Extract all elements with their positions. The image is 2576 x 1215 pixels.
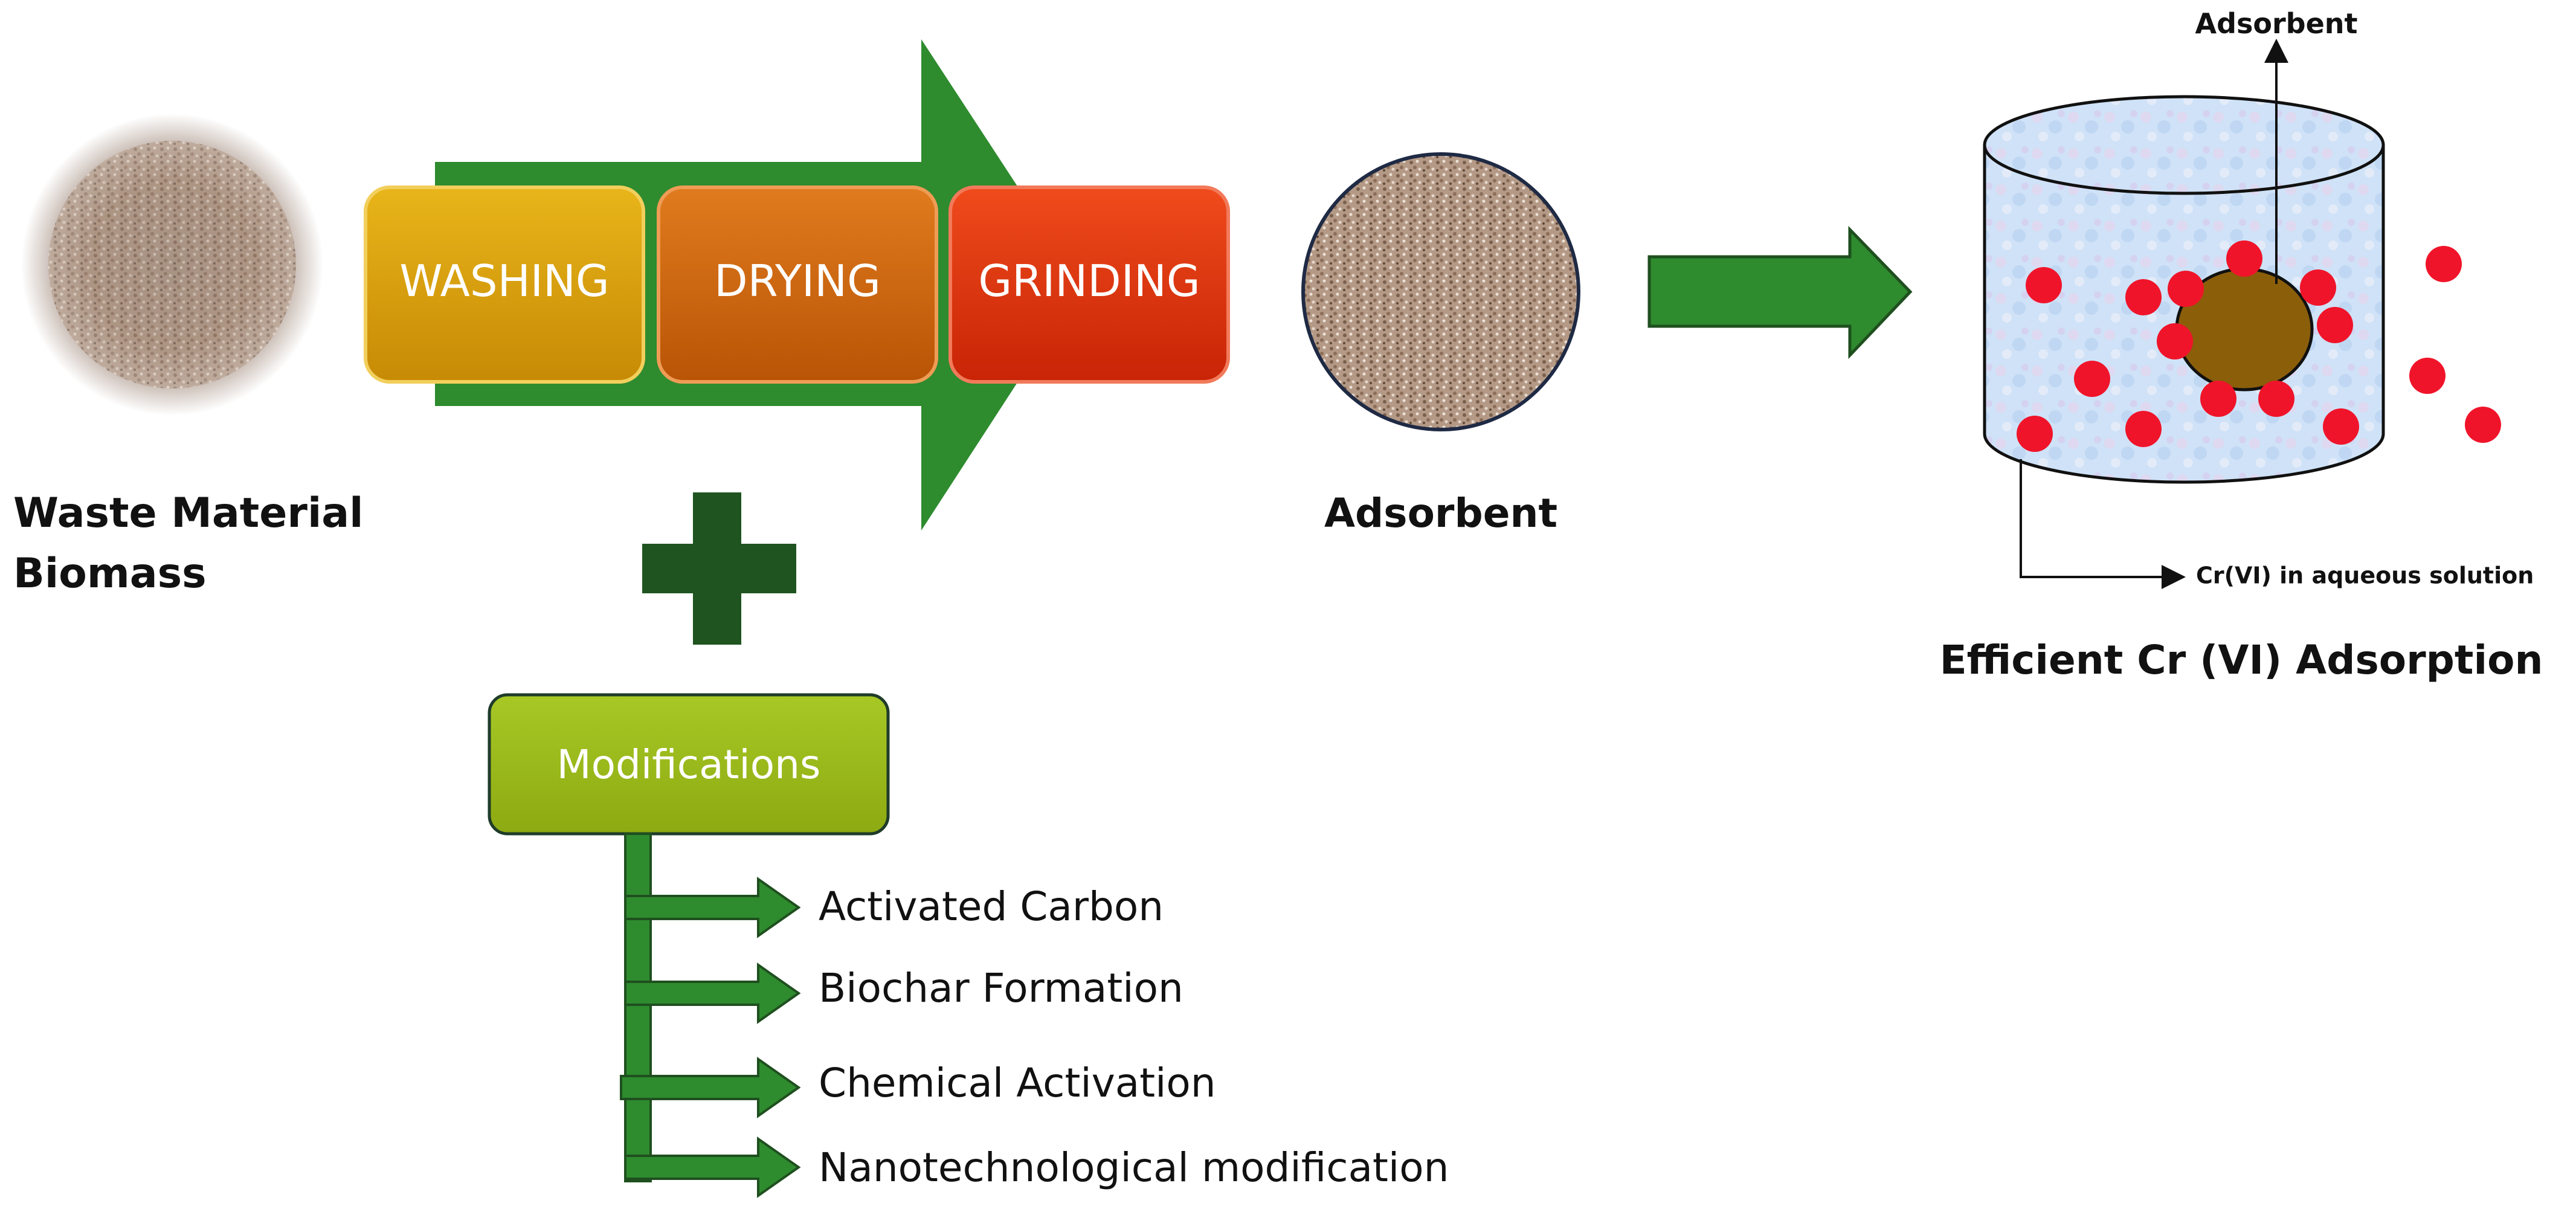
cr-ion [2258,381,2294,417]
step-washing-label: WASHING [399,256,609,306]
cr-ion [2426,246,2462,282]
biomass-label-line1: Waste Material [13,489,363,537]
cr-ion [2168,271,2204,307]
modification-item-3: Chemical Activation [819,1060,1216,1106]
modification-item-1: Activated Carbon [819,883,1164,930]
branch-arrow-2 [624,962,801,1024]
cr-ion [2317,307,2353,343]
cr-ion [2226,240,2262,277]
step-grinding-label: GRINDING [978,256,1200,306]
branch-arrow-3 [620,1057,801,1118]
step-grinding: GRINDING [948,185,1230,384]
adsorption-caption: Efficient Cr (VI) Adsorption [1940,637,2543,683]
cr-ion [2125,279,2162,315]
step-drying-label: DRYING [714,256,881,306]
branch-arrow-1 [624,877,801,938]
cr-ion [2323,408,2359,445]
plus-icon [642,492,796,645]
cr-ion [2465,407,2501,443]
step-washing: WASHING [364,185,645,384]
modification-item-2: Biochar Formation [819,965,1183,1011]
arrow-to-adsorption [1647,225,1913,359]
cr-ion [2125,411,2162,447]
modification-item-4: Nanotechnological modification [819,1144,1449,1191]
cr-ion [2074,361,2110,397]
modifications-title: Modifications [557,741,821,788]
cr-ion [2300,269,2336,306]
adsorbent-label: Adsorbent [1324,490,1557,537]
modifications-box: Modifications [488,693,890,836]
step-drying: DRYING [657,185,938,384]
branch-arrow-4 [624,1136,801,1198]
cr-ion [2409,358,2446,394]
solution-pointer-label: Cr(VI) in aqueous solution [2196,562,2534,589]
biomass-label-line2: Biomass [13,550,207,598]
adsorbent-particle [1301,152,1580,431]
cr-ion [2017,416,2053,452]
adsorbent-pointer-label: Adsorbent [2195,7,2357,40]
solution-pointer [2020,459,2186,589]
cr-ion [2026,267,2062,303]
cr-ions [2017,240,2501,452]
biomass-texture [48,141,296,388]
cr-ion [2200,381,2236,417]
cr-ion [2157,323,2193,359]
modifications-tree [620,833,801,1198]
